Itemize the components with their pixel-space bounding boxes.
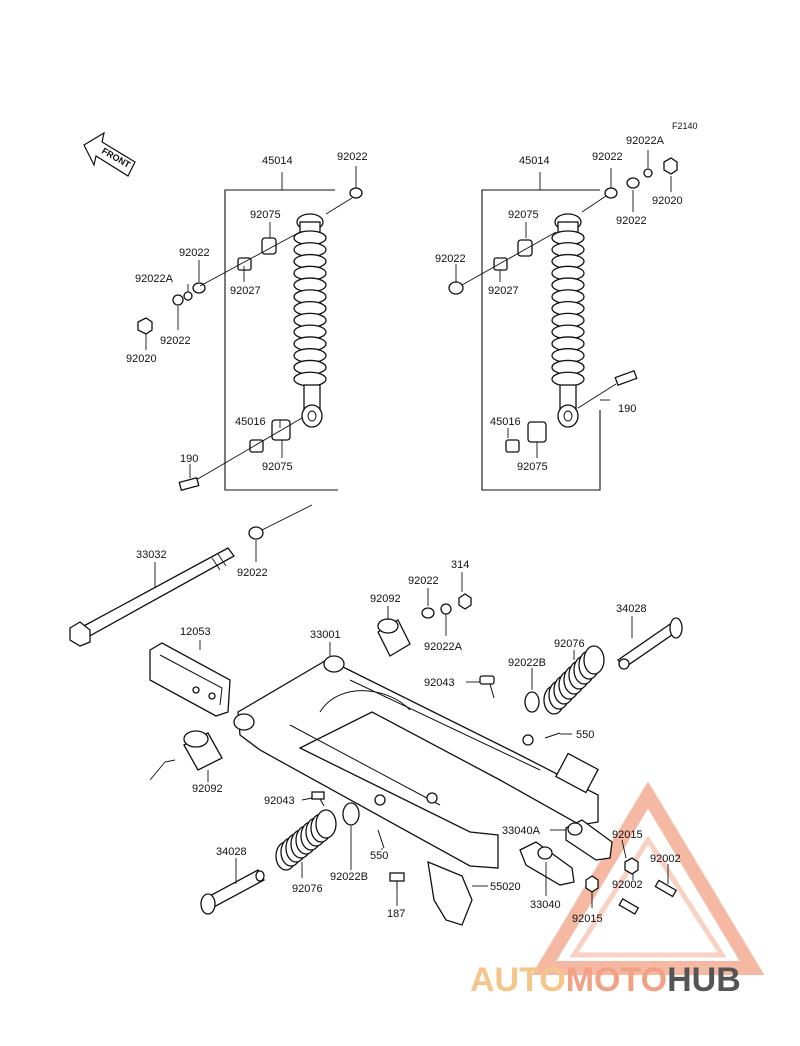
part-label: 92015	[572, 913, 603, 925]
part-label: 92015	[612, 829, 643, 841]
bellow-ring	[583, 645, 605, 675]
part-label: 34028	[616, 603, 647, 615]
part-label: 92022B	[508, 657, 546, 669]
part-label: 33040A	[502, 825, 541, 837]
part-label: 92022A	[135, 273, 174, 285]
figure-code: F2140	[672, 121, 698, 131]
leader-lines	[145, 150, 672, 908]
right-shock-frame	[481, 189, 601, 491]
part-labels: 45014 92022 92075 92022 92022A 92027 920…	[126, 135, 683, 925]
part-label: 45016	[235, 416, 266, 428]
part-label: 45014	[262, 155, 293, 167]
part-label: 92020	[126, 353, 157, 365]
part-label: 12053	[180, 626, 211, 638]
bushing-upper	[377, 618, 411, 657]
part-label: 92002	[612, 879, 643, 891]
part-label: 190	[618, 403, 636, 415]
part-label: 92022	[592, 151, 623, 163]
bushing-spring-left	[275, 809, 337, 871]
part-label: 92092	[192, 783, 223, 795]
front-arrow-icon: FRONT	[83, 131, 136, 177]
part-label: 92022	[435, 253, 466, 265]
spring-coil	[551, 371, 585, 387]
part-label: 92022	[408, 575, 439, 587]
part-label: 92020	[652, 195, 683, 207]
part-label: 92022	[337, 151, 368, 163]
watermark-part-moto: MOTO	[565, 961, 668, 999]
bushing-lower	[149, 730, 223, 781]
part-label: 45014	[519, 155, 550, 167]
part-label: 45016	[490, 416, 521, 428]
part-label: 92043	[424, 677, 455, 689]
part-label: 92092	[370, 593, 401, 605]
part-label: 92075	[508, 209, 539, 221]
part-label: 314	[451, 559, 469, 571]
left-shock-frame	[224, 189, 338, 491]
part-label: 92022A	[626, 135, 665, 147]
axle-left[interactable]	[200, 869, 265, 915]
lower-hardware	[311, 791, 678, 926]
part-label: 33001	[310, 629, 341, 641]
watermark-logo-text: AUTOMOTOHUB	[470, 960, 741, 1000]
part-label: 92022	[160, 335, 191, 347]
part-label: 34028	[216, 846, 247, 858]
chain-guide[interactable]	[149, 642, 231, 717]
watermark-part-hub: HUB	[667, 961, 741, 999]
left-shock-hardware	[137, 187, 363, 540]
part-label: 92027	[488, 285, 519, 297]
left-shock-absorber[interactable]	[293, 213, 327, 428]
part-label: 92027	[230, 285, 261, 297]
part-label: 550	[576, 729, 594, 741]
spring-coil	[293, 371, 327, 387]
pivot-shaft[interactable]	[69, 547, 235, 647]
part-label: 55020	[490, 881, 521, 893]
part-label: 92022A	[424, 641, 463, 653]
part-label: 550	[370, 850, 388, 862]
part-label: 33032	[136, 549, 167, 561]
part-label: 92075	[262, 461, 293, 473]
bushing-spring-right	[543, 645, 605, 715]
part-label: 33040	[530, 899, 561, 911]
axle-right[interactable]	[617, 617, 683, 670]
part-label: 92022B	[330, 871, 368, 883]
part-label: 92022	[179, 247, 210, 259]
part-label: 92022	[237, 567, 268, 579]
part-label: 92043	[264, 795, 295, 807]
part-label: 187	[387, 908, 405, 920]
part-label: 92076	[292, 883, 323, 895]
part-label: 92076	[554, 638, 585, 650]
part-label: 92022	[616, 215, 647, 227]
swingarm[interactable]	[233, 655, 599, 869]
part-label: 92075	[250, 209, 281, 221]
part-label: 92075	[517, 461, 548, 473]
right-shock-absorber[interactable]	[551, 213, 585, 428]
bellow-ring	[315, 809, 337, 839]
part-label: 190	[180, 453, 198, 465]
watermark-part-auto: AUTO	[470, 961, 566, 999]
part-label: 92002	[650, 853, 681, 865]
